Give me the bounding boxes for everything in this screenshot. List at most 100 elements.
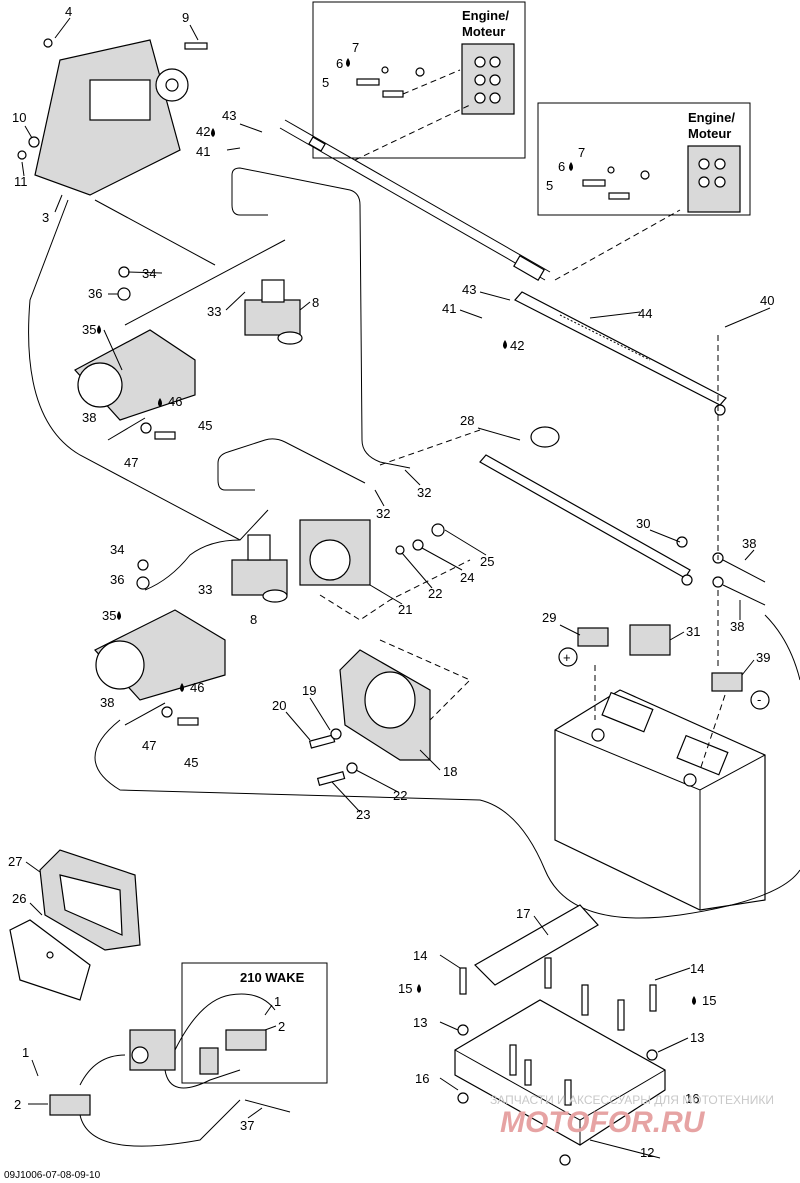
cover-box-26 [9, 849, 141, 1001]
callout-41-top: 41 [196, 144, 210, 159]
callout-42-mid: 42 [510, 338, 524, 353]
callout-8-lower: 8 [250, 612, 257, 627]
callout-34-upper: 34 [142, 266, 156, 281]
battery [554, 689, 766, 911]
callout-5-box2: 5 [546, 178, 553, 193]
engine-box-2-line1: Engine/ [688, 110, 735, 125]
callout-9: 9 [182, 10, 189, 25]
callout-3: 3 [42, 210, 49, 225]
watermark-logo: MOTOFOR.RU [500, 1106, 706, 1139]
callout-22-mid: 22 [428, 586, 442, 601]
callout-6-box2: 6 [558, 159, 565, 174]
callout-1-wake: 1 [274, 994, 281, 1009]
callout-44: 44 [638, 306, 652, 321]
battery-cable-28 [479, 426, 693, 586]
callout-15-right: 15 [702, 993, 716, 1008]
callout-26: 26 [12, 891, 26, 906]
callout-47-upper: 47 [124, 455, 138, 470]
mounting-flange-18 [308, 649, 431, 786]
callout-29: 29 [542, 610, 556, 625]
terminal-plus: + [563, 650, 571, 665]
callout-25: 25 [480, 554, 494, 569]
callout-46-lower: 46 [190, 680, 204, 695]
minus-dash [699, 694, 726, 771]
callout-38-lower: 38 [100, 695, 114, 710]
wake-detail-box [181, 962, 328, 1084]
callout-46-upper: 46 [168, 394, 182, 409]
battery-cable-44 [514, 291, 727, 416]
callout-12: 12 [640, 1145, 654, 1160]
callout-38-right-1: 38 [742, 536, 756, 551]
battery-cable-upper [279, 119, 551, 282]
callout-30: 30 [636, 516, 650, 531]
solenoid-upper [244, 279, 303, 345]
callout-15-left: 15 [398, 981, 412, 996]
dash-21 [319, 559, 471, 621]
tray-strap-17 [474, 904, 599, 986]
callout-2-left: 2 [14, 1097, 21, 1112]
fuse-strip-37 [244, 1099, 291, 1113]
callout-13-left: 13 [413, 1015, 427, 1030]
callout-40: 40 [760, 293, 774, 308]
battery-tray-12 [454, 999, 666, 1146]
callout-33-upper: 33 [207, 304, 221, 319]
switch-module-21 [299, 519, 371, 586]
callout-42-top: 42 [196, 124, 210, 139]
callout-35-upper: 35 [82, 322, 96, 337]
terminal-clamp-39 [711, 672, 770, 710]
callout-14-right: 14 [690, 961, 704, 976]
callout-47-lower: 47 [142, 738, 156, 753]
callout-8-upper: 8 [312, 295, 319, 310]
callout-32-lower: 32 [376, 506, 390, 521]
callout-4: 4 [65, 4, 72, 19]
wake-box-label: 210 WAKE [240, 970, 305, 985]
leader-bracket-to-33 [94, 199, 216, 266]
callout-19: 19 [302, 683, 316, 698]
callout-35-lower: 35 [102, 608, 116, 623]
leader-lines [21, 17, 771, 1159]
starter-bracket [17, 38, 208, 196]
cable-dash-upper-2 [554, 209, 681, 281]
tray-bolts [457, 957, 658, 1166]
callout-31: 31 [686, 624, 700, 639]
relay-base-right [225, 1029, 267, 1051]
callout-45-upper: 45 [198, 418, 212, 433]
callout-33-lower: 33 [198, 582, 212, 597]
callout-14-left: 14 [413, 948, 427, 963]
callout-1-left: 1 [22, 1045, 29, 1060]
callout-18: 18 [443, 764, 457, 779]
callout-32-upper: 32 [417, 485, 431, 500]
relay-module [79, 993, 276, 1147]
cable-dash-upper [354, 104, 471, 161]
callout-36-upper: 36 [88, 286, 102, 301]
callout-21: 21 [398, 602, 412, 617]
callout-37: 37 [240, 1118, 254, 1133]
dash-18 [379, 639, 471, 721]
bolts-engine-box-1 [356, 66, 461, 98]
callout-27: 27 [8, 854, 22, 869]
terminal-minus: - [757, 692, 761, 707]
callout-39: 39 [756, 650, 770, 665]
engine-block-2 [687, 145, 741, 213]
terminal-clamp-29 [558, 627, 609, 667]
callout-43-mid: 43 [462, 282, 476, 297]
ground-wire-right [764, 614, 800, 681]
callout-17: 17 [516, 906, 530, 921]
oil-drop-markers [97, 58, 696, 1005]
callout-20: 20 [272, 698, 286, 713]
drawing-code: 09J1006-07-08-09-10 [4, 1170, 101, 1181]
cable-dash-28 [379, 429, 481, 466]
callout-11: 11 [14, 174, 28, 189]
starter-motor-upper [74, 329, 196, 421]
callout-28: 28 [460, 413, 474, 428]
hardware-lower-left [124, 559, 199, 726]
relay-base-left [49, 1094, 91, 1116]
callout-38-right-2: 38 [730, 619, 744, 634]
cable-33-lower [144, 509, 269, 591]
watermark-text: ЗАПЧАСТИ И АКСЕССУАРЫ ДЛЯ МОТОТЕХНИКИ [490, 1093, 774, 1107]
solenoid-lower [231, 534, 288, 603]
callout-16-right: 16 [685, 1091, 699, 1106]
terminal-cover-31 [629, 624, 671, 656]
starter-motor-lower [94, 609, 226, 701]
